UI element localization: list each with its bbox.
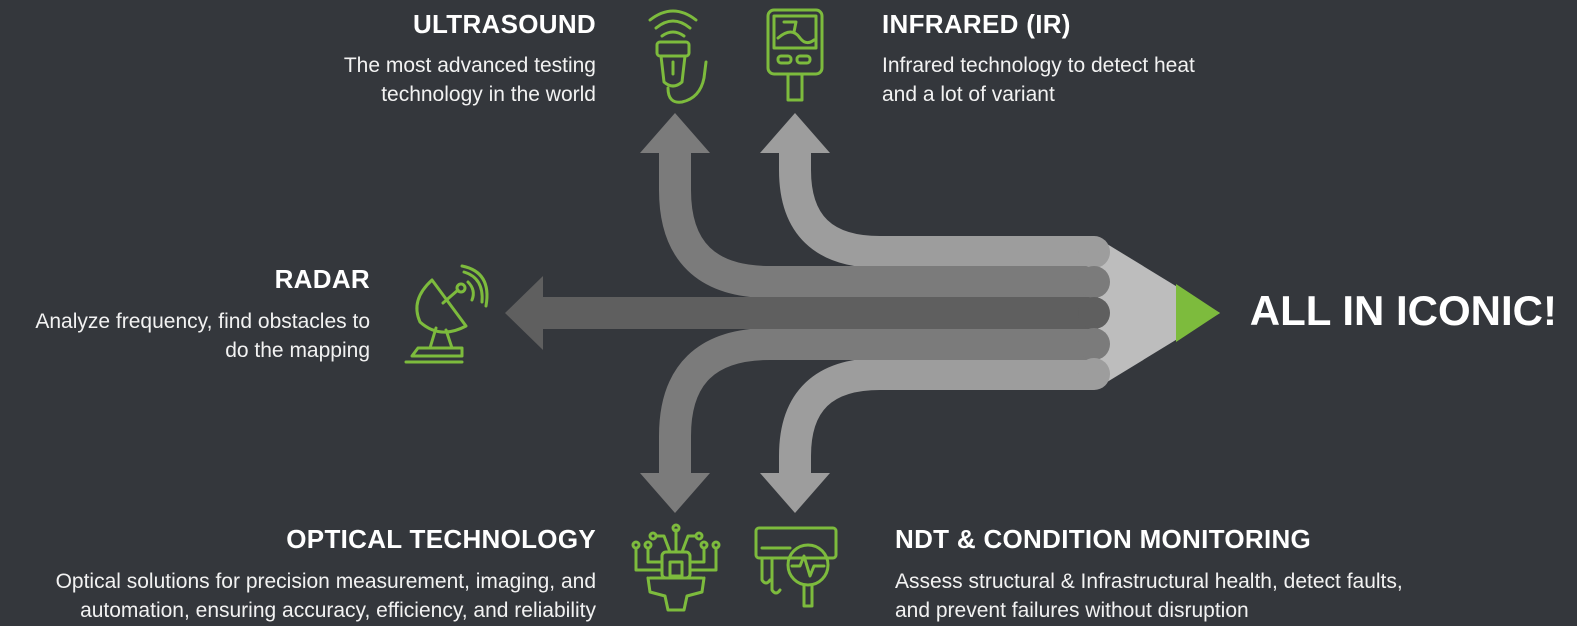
arrow-ultrasound-head — [640, 113, 710, 153]
infrared-description: Infrared technology to detect heat and a… — [882, 51, 1195, 109]
ndt-title: NDT & CONDITION MONITORING — [895, 524, 1312, 554]
arrow-ndt — [779, 358, 1094, 486]
ultrasound-desc-line1: The most advanced testing — [343, 54, 596, 77]
radar-dish-icon — [404, 264, 489, 364]
pencil-tip — [1094, 236, 1220, 390]
optical-fiber-gear-icon — [631, 523, 721, 612]
radar-desc-line2: do the mapping — [225, 339, 370, 362]
infrared-desc-line1: Infrared technology to detect heat — [882, 54, 1195, 77]
optical-desc-line2: automation, ensuring accuracy, efficienc… — [80, 599, 596, 622]
ultrasound-probe-icon — [648, 9, 708, 104]
ndt-description: Assess structural & Infrastructural heal… — [895, 567, 1403, 625]
arrow-radar — [538, 297, 1098, 329]
hub-title: ALL IN ICONIC! — [1249, 287, 1557, 334]
radar-title: RADAR — [274, 264, 370, 294]
arrow-infrared — [779, 140, 1094, 268]
arrow-radar-head — [505, 276, 543, 350]
arrow-ndt-head — [760, 473, 830, 513]
optical-description: Optical solutions for precision measurem… — [56, 567, 596, 625]
optical-desc-line1: Optical solutions for precision measurem… — [55, 570, 596, 593]
arrow-optical-head — [640, 473, 710, 513]
ultrasound-description: The most advanced testing technology in … — [344, 51, 596, 109]
ndt-desc-line1: Assess structural & Infrastructural heal… — [895, 570, 1403, 593]
infrared-desc-line2: and a lot of variant — [882, 83, 1055, 106]
infrared-thermometer-icon — [766, 8, 824, 102]
infrared-title: INFRARED (IR) — [882, 9, 1071, 39]
ultrasound-title: ULTRASOUND — [412, 9, 596, 39]
condition-monitor-icon — [754, 526, 838, 608]
ndt-desc-line2: and prevent failures without disruption — [895, 599, 1249, 622]
arrow-optical — [659, 328, 1094, 486]
optical-title: OPTICAL TECHNOLOGY — [286, 524, 596, 554]
radar-description: Analyze frequency, find obstacles to do … — [35, 307, 370, 365]
arrow-ultrasound — [659, 140, 1094, 298]
radar-desc-line1: Analyze frequency, find obstacles to — [35, 310, 370, 333]
arrow-infrared-head — [760, 113, 830, 153]
pencil-lead — [1176, 284, 1220, 342]
ultrasound-desc-line2: technology in the world — [381, 83, 596, 106]
